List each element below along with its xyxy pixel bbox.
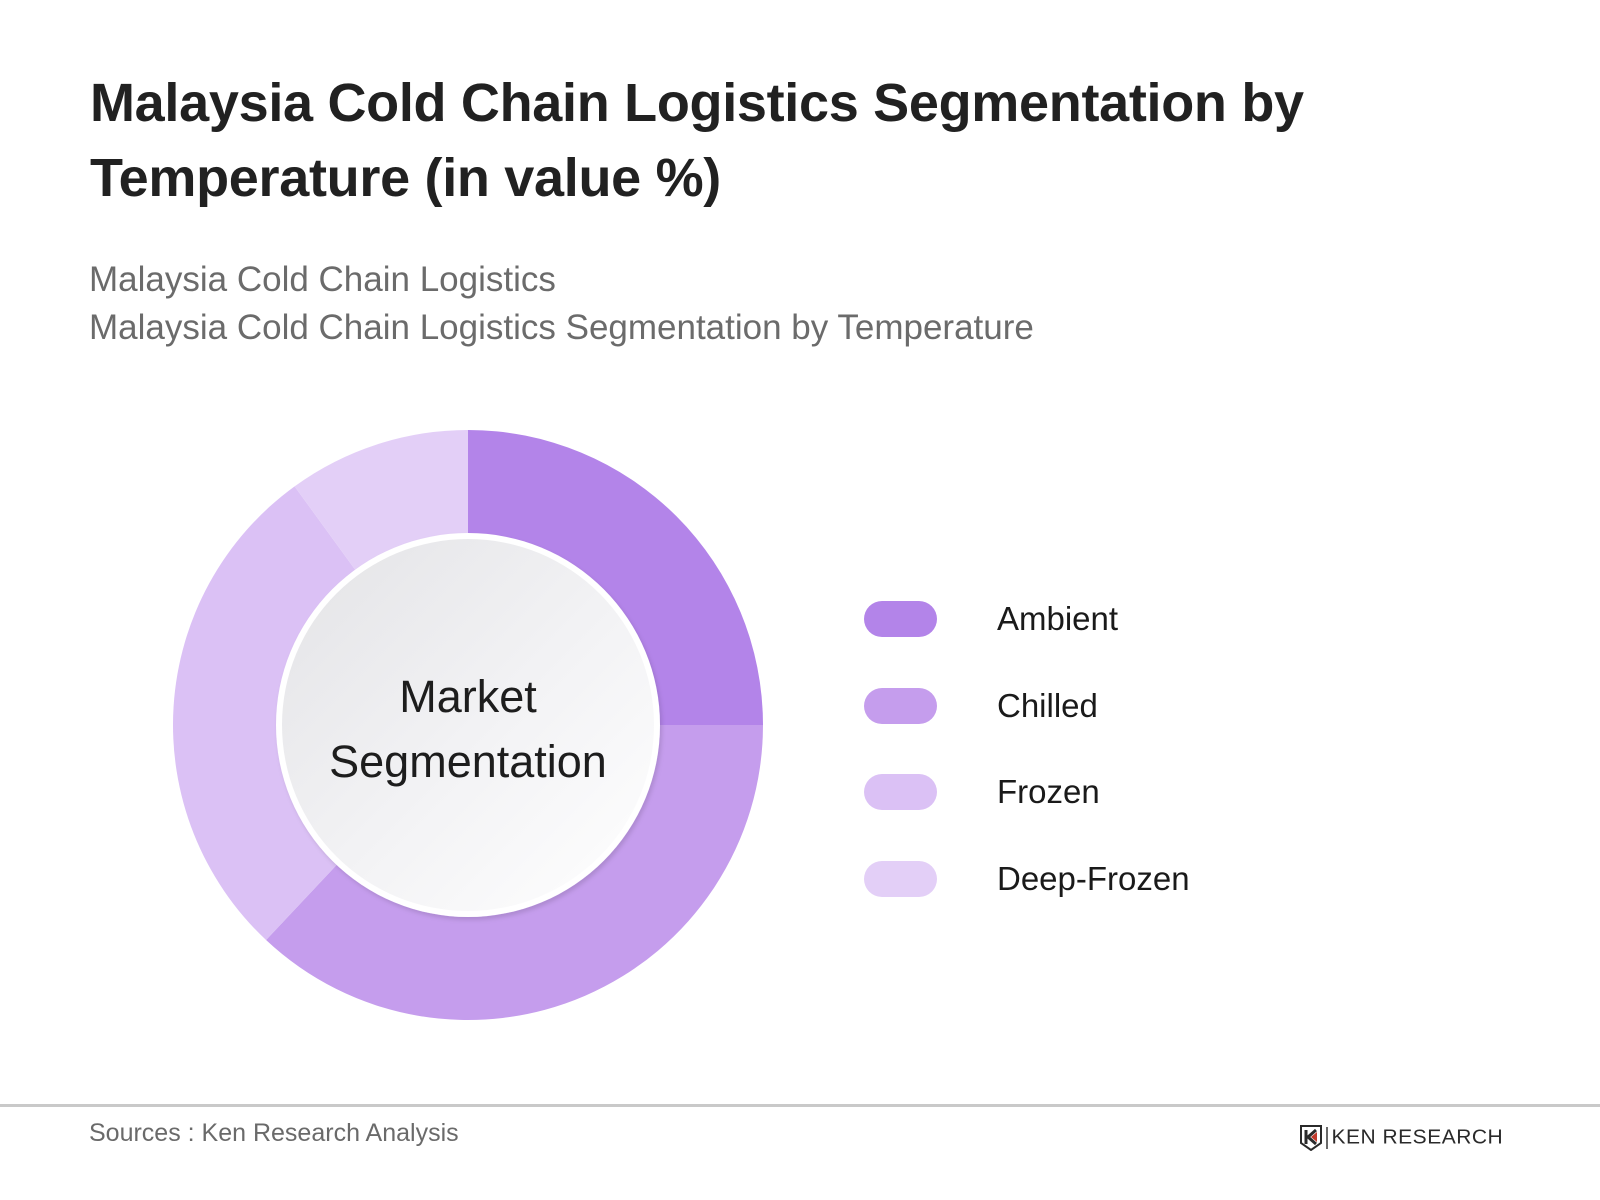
subtitle-line-2: Malaysia Cold Chain Logistics Segmentati… (89, 308, 1034, 347)
legend-item-ambient[interactable]: Ambient (864, 600, 1118, 637)
chart-title: Malaysia Cold Chain Logistics Segmentati… (90, 73, 1304, 208)
legend-item-chilled[interactable]: Chilled (864, 687, 1098, 724)
ken-research-shield-icon (1300, 1125, 1322, 1151)
donut-chart-svg (172, 430, 763, 1020)
subtitle-line-1: Malaysia Cold Chain Logistics (89, 260, 556, 299)
legend-swatch-frozen (864, 774, 937, 810)
legend-label-deep-frozen: Deep-Frozen (997, 859, 1190, 897)
legend-label-ambient: Ambient (997, 600, 1119, 637)
donut-center-label: Market Segmentation (168, 425, 768, 1025)
donut-hole (282, 539, 654, 911)
legend-swatch-ambient (864, 601, 937, 637)
logo-separator (1326, 1127, 1328, 1149)
donut-chart: Market Segmentation (168, 425, 768, 1025)
legend-swatch-chilled (864, 687, 937, 724)
legend-label-chilled: Chilled (997, 686, 1098, 724)
chart-subtitle: Malaysia Cold Chain Logistics Malaysia C… (89, 256, 1034, 352)
legend-item-deep-frozen[interactable]: Deep-Frozen (864, 860, 1190, 897)
legend-label-frozen: Frozen (997, 773, 1100, 810)
center-label-line-1: Market (399, 671, 537, 722)
logo-text: KEN RESEARCH (1331, 1126, 1504, 1149)
footer-source: Sources : Ken Research Analysis (89, 1119, 459, 1147)
ken-research-logo: KEN RESEARCH (1300, 1125, 1503, 1151)
chart-legend: Ambient Chilled Frozen Deep-Frozen (864, 600, 1190, 947)
center-label-line-2: Segmentation (329, 736, 607, 787)
legend-swatch-deep-frozen (864, 860, 937, 897)
footer-divider (0, 1104, 1600, 1107)
legend-item-frozen[interactable]: Frozen (864, 773, 1100, 810)
